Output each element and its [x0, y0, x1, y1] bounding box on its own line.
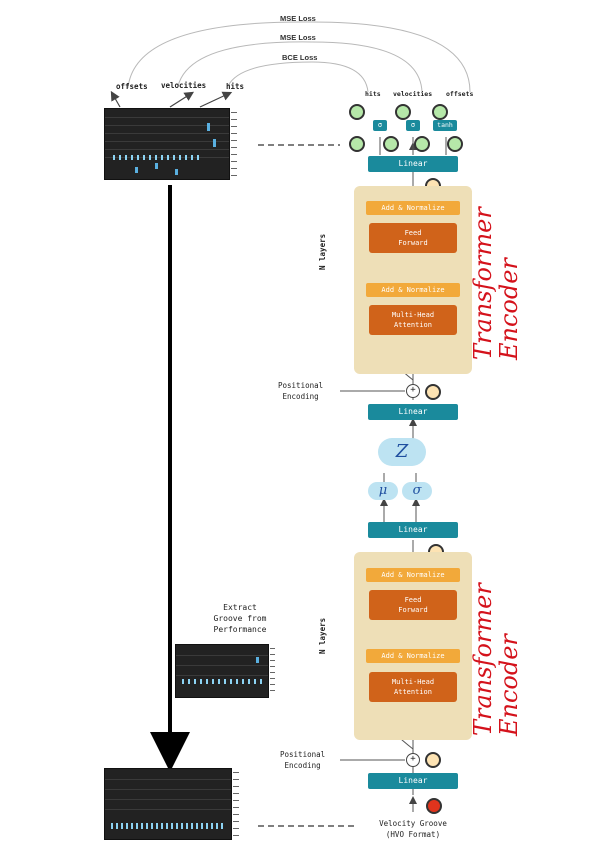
encoder-transformer-handwriting: Transformer Encoder [469, 583, 523, 736]
mse-loss-label-2: MSE Loss [280, 33, 316, 42]
decoder-velocities-label: velocities [393, 90, 433, 98]
tanh-activation: tanh [433, 120, 457, 131]
output-piano-roll [104, 108, 230, 180]
extract-groove-label: Extract Groove from Performance [213, 603, 267, 634]
input-piano-roll [104, 768, 232, 840]
decoder-add-normalize-top: Add & Normalize [366, 201, 460, 215]
decoder-transformer-block [354, 186, 472, 374]
encoder-feed-forward: Feed Forward [369, 590, 457, 620]
encoder-positional-encoding-label: Positional Encoding [280, 750, 326, 770]
extracted-groove-piano-roll [175, 644, 269, 698]
mse-loss-label-1: MSE Loss [280, 14, 316, 23]
decoder-linear-input: Linear [368, 404, 458, 420]
encoder-n-layers-label: N layers [318, 617, 327, 654]
top-velocities-label: velocities [161, 81, 207, 90]
encoder-add-normalize-bottom: Add & Normalize [366, 649, 460, 663]
encoder-linear-input: Linear [368, 773, 458, 789]
input-red-circle [426, 798, 442, 814]
decoder-linear-output: Linear [368, 156, 458, 172]
output-roll-ticks [231, 112, 237, 176]
decoder-multi-head-attention: Multi-Head Attention [369, 305, 457, 335]
latent-z-cloud: Z [378, 438, 426, 466]
latent-mu-cloud: μ [368, 482, 398, 500]
output-circle-1 [349, 104, 365, 120]
decoder-feed-forward: Feed Forward [369, 223, 457, 253]
mse-loss-arc-outer [127, 21, 471, 93]
top-offsets-label: offsets [116, 82, 148, 91]
sigma-activation-2: σ [406, 120, 420, 131]
encoder-add-symbol: + [406, 753, 420, 767]
encoder-transformer-block [354, 552, 472, 740]
decoder-transformer-handwriting: Transformer Encoder [469, 207, 523, 360]
output-circle-7 [447, 136, 463, 152]
encoder-peach-circle-bottom [425, 752, 441, 768]
decoder-positional-encoding-label: Positional Encoding [278, 381, 324, 401]
output-circle-4 [349, 136, 365, 152]
decoder-add-symbol: + [406, 384, 420, 398]
output-circle-3 [432, 104, 448, 120]
output-circle-6 [414, 136, 430, 152]
sigma-activation-1: σ [373, 120, 387, 131]
output-circle-2 [395, 104, 411, 120]
velocity-groove-input-label: Velocity Groove (HVO Format) [379, 819, 447, 839]
decoder-hits-label: hits [365, 90, 381, 98]
encoder-multi-head-attention: Multi-Head Attention [369, 672, 457, 702]
output-circle-5 [383, 136, 399, 152]
bce-loss-arc-inner [227, 61, 369, 93]
decoder-n-layers-label: N layers [318, 233, 327, 270]
decoder-peach-circle-bottom [425, 384, 441, 400]
bce-loss-label: BCE Loss [282, 53, 318, 62]
decoder-offsets-label: offsets [446, 90, 474, 98]
input-roll-ticks [233, 772, 239, 836]
encoder-add-normalize-top: Add & Normalize [366, 568, 460, 582]
extracted-roll-ticks [270, 648, 275, 694]
mse-loss-arc-middle [177, 41, 423, 93]
top-hits-label: hits [226, 82, 245, 91]
decoder-add-normalize-bottom: Add & Normalize [366, 283, 460, 297]
encoder-linear-output: Linear [368, 522, 458, 538]
latent-sigma-cloud: σ [402, 482, 432, 500]
